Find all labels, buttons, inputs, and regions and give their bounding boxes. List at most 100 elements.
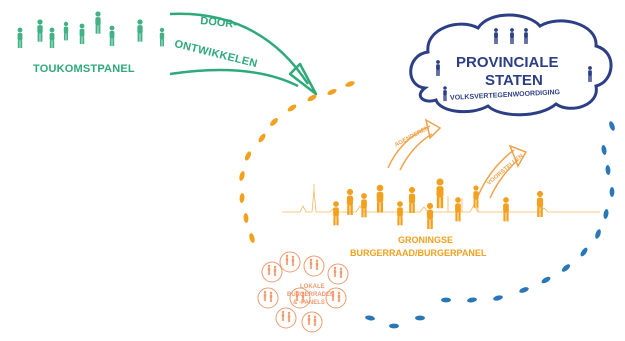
local-panel-person xyxy=(287,311,291,323)
cloud-person xyxy=(524,28,528,44)
local-panel-person xyxy=(269,291,273,303)
toukomstpanel-person xyxy=(137,19,143,42)
local-panel-person xyxy=(267,264,271,276)
burgerraden-label: BURGERRADEN xyxy=(287,292,335,298)
blue-footprint xyxy=(605,165,611,175)
local-panel-circle xyxy=(327,263,349,285)
local-panel-people xyxy=(281,310,291,323)
local-panel-people xyxy=(285,254,295,267)
cloud-person xyxy=(588,66,592,82)
blue-footprint xyxy=(601,145,607,155)
cloud-person xyxy=(494,28,498,44)
cloud-people xyxy=(436,28,592,102)
orange-footprint xyxy=(307,94,317,102)
blue-footprint xyxy=(467,297,477,303)
lokale-label: LOKALE xyxy=(300,284,325,290)
blue-footprint xyxy=(580,247,588,257)
local-panel-person xyxy=(313,315,317,327)
local-panel-person xyxy=(295,290,299,302)
burgerraad-person xyxy=(536,190,544,217)
toukomstpanel-person xyxy=(63,21,69,41)
agenderen-arrow xyxy=(387,118,442,171)
cloud-person xyxy=(510,28,514,44)
local-panel-people xyxy=(309,258,319,271)
panels-label: & -PANELS xyxy=(293,300,325,306)
toukomstpanel-person xyxy=(159,27,165,47)
local-panel-person xyxy=(333,266,337,278)
local-panel-people xyxy=(263,290,273,303)
local-panel-circle xyxy=(261,261,283,283)
blue-footprint xyxy=(365,315,375,321)
burgerraad-person xyxy=(503,197,509,222)
blue-footprint xyxy=(609,187,615,197)
burgerraad-person xyxy=(346,188,354,215)
burgerraad-person xyxy=(361,193,367,218)
toukomstpanel-person xyxy=(109,25,115,47)
orange-footprint xyxy=(270,118,278,126)
burgerraad-person xyxy=(397,201,403,226)
burgerraad-person xyxy=(436,178,444,209)
burgerraad-person xyxy=(455,197,461,222)
cloud-person xyxy=(436,60,440,76)
local-panel-circle xyxy=(289,287,311,309)
orange-footprint xyxy=(239,171,245,181)
toukomstpanel-person xyxy=(17,27,23,49)
burgerraad-people xyxy=(333,178,544,229)
local-panel-people xyxy=(267,264,277,277)
local-panel-person xyxy=(263,290,267,302)
burgerraad-person xyxy=(473,185,479,208)
local-panel-people xyxy=(295,290,305,303)
groningse-label: GRONINGSE xyxy=(398,235,454,245)
orange-footprint-trail xyxy=(239,81,355,243)
blue-footprint-trail xyxy=(365,121,615,329)
burgerraad-person xyxy=(426,202,434,229)
local-panel-circle xyxy=(303,255,325,277)
local-panel-person xyxy=(301,291,305,303)
orange-footprint xyxy=(345,81,355,87)
blue-footprint xyxy=(609,121,615,131)
blue-footprint xyxy=(541,276,551,284)
local-panel-circle xyxy=(325,287,347,309)
local-panel-people xyxy=(331,290,341,303)
local-panel-circle xyxy=(257,287,279,309)
blue-footprint xyxy=(595,229,601,239)
toukomstpanel-person xyxy=(49,27,55,49)
local-panel-person xyxy=(315,259,319,271)
orange-footprint xyxy=(239,193,245,203)
local-panel-people xyxy=(333,266,343,279)
cloud-person xyxy=(443,86,447,102)
local-panel-person xyxy=(291,255,295,267)
orange-footprint xyxy=(243,213,249,223)
local-panel-person xyxy=(285,254,289,266)
orange-footprint xyxy=(249,233,255,243)
blue-footprint xyxy=(389,323,399,329)
local-panel-people xyxy=(307,314,317,327)
burgerraad-person xyxy=(408,186,416,213)
local-panel-person xyxy=(337,291,341,303)
blue-footprint xyxy=(441,297,451,303)
blue-footprint xyxy=(493,295,503,301)
local-panel-circle xyxy=(275,307,297,329)
voorstellen-arrow xyxy=(477,144,528,199)
local-panel-circle xyxy=(301,311,323,333)
local-panel-person xyxy=(331,290,335,302)
local-panel-person xyxy=(273,265,277,277)
burgerraad-label: BURGERRAAD/BURGERPANEL xyxy=(350,248,487,258)
door-ontwikkelen-arrow xyxy=(169,12,318,96)
orange-footprint xyxy=(258,133,266,143)
toukomstpanel-person xyxy=(37,19,43,42)
toukomstpanel-person xyxy=(95,11,101,34)
burgerraad-person xyxy=(376,184,384,213)
local-panel-person xyxy=(309,258,313,270)
lokale-burgerraden-circles xyxy=(257,251,349,333)
local-panel-person xyxy=(281,310,285,322)
local-panel-person xyxy=(307,314,311,326)
provinciale-title: PROVINCIALE xyxy=(456,54,559,71)
burgerraad-person xyxy=(333,201,339,226)
toukomstpanel-person xyxy=(79,23,85,45)
toukomstpanel-label: TOUKOMSTPANEL xyxy=(33,63,135,75)
blue-footprint xyxy=(415,315,425,321)
orange-footprint xyxy=(287,104,297,112)
